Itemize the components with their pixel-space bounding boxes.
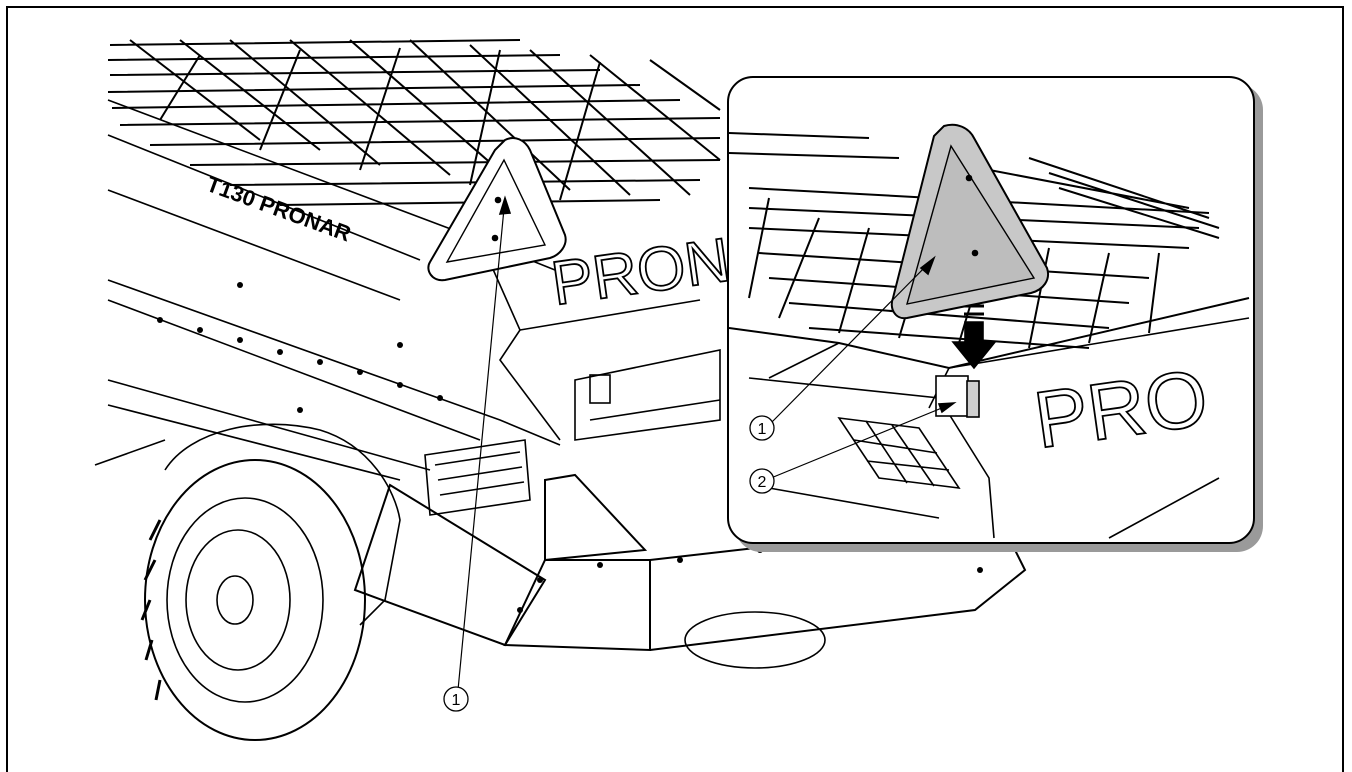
detail-inset: PRO 1 2 xyxy=(727,76,1255,544)
callout-1-inset: 1 xyxy=(749,415,775,441)
body-brand-text: PRON xyxy=(547,226,734,319)
control-panel xyxy=(574,349,721,441)
rear-wheel xyxy=(684,611,826,669)
svg-text:1: 1 xyxy=(452,692,461,709)
inset-triangle-sign xyxy=(890,123,1049,320)
callout-2-inset: 2 xyxy=(749,468,775,494)
bracket-clip xyxy=(966,380,980,418)
wheel xyxy=(140,459,366,741)
svg-text:1: 1 xyxy=(758,421,767,438)
fender xyxy=(164,423,401,626)
down-arrow-icon xyxy=(951,296,997,370)
inset-brand-text: PRO xyxy=(1029,353,1213,465)
cargo-net xyxy=(107,39,721,206)
detail-inset-drawing: PRO 1 2 xyxy=(729,123,1250,539)
triangle-sign xyxy=(427,137,567,282)
rear-light-cluster xyxy=(424,439,531,516)
rivets xyxy=(157,282,983,613)
svg-text:2: 2 xyxy=(758,474,767,491)
callout-1-main: 1 xyxy=(443,686,469,712)
inset-light-window xyxy=(837,416,961,490)
inset-hopper-body xyxy=(748,317,1250,539)
